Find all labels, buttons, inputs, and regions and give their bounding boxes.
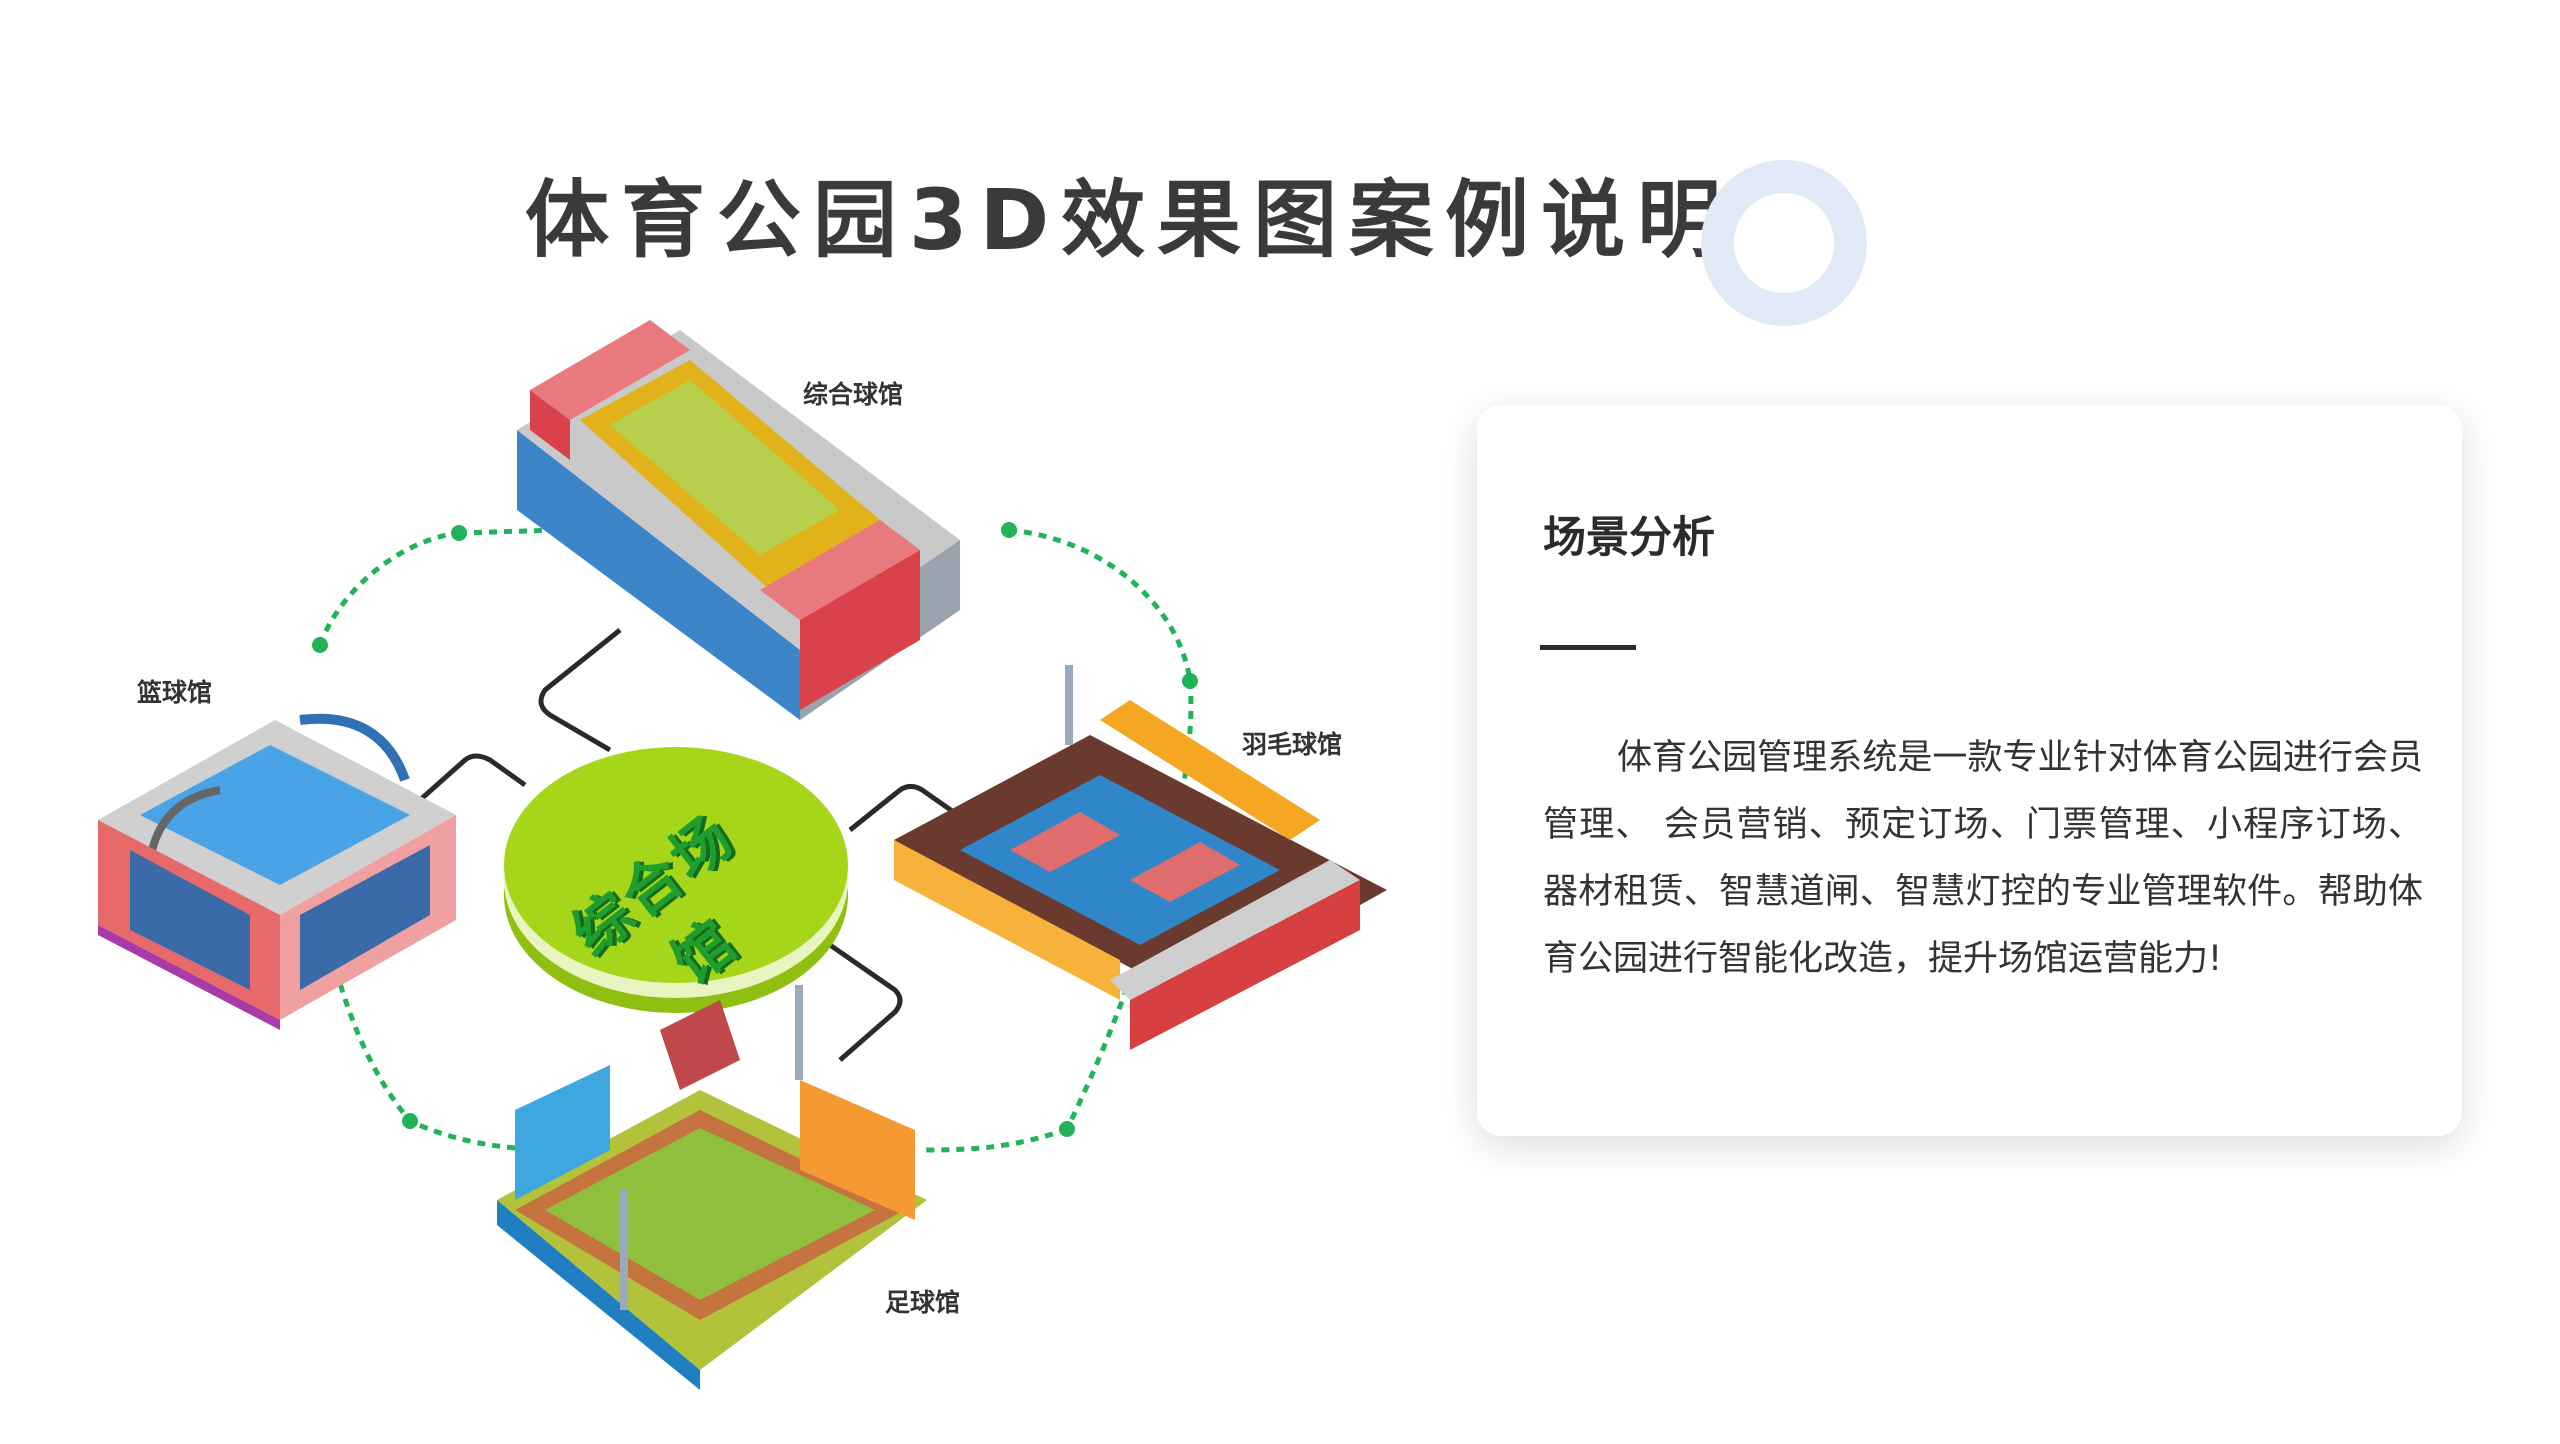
venue-football-field xyxy=(497,985,927,1390)
card-heading: 场景分析 xyxy=(1543,513,1715,563)
venue-basketball-hall xyxy=(98,713,456,1030)
scene-analysis-card: 场景分析 体育公园管理系统是一款专业针对体育公园进行会员管理、 会员营销、预定订… xyxy=(1477,405,2462,1136)
venue-label-football: 足球馆 xyxy=(885,1288,961,1317)
venue-label-comprehensive: 综合球馆 xyxy=(803,380,904,409)
ring-dots xyxy=(312,522,1198,1137)
venue-label-basketball: 篮球馆 xyxy=(137,678,213,707)
venue-diagram xyxy=(98,320,1387,1390)
venue-badminton-hall xyxy=(894,665,1387,1050)
dotted-connection-ring xyxy=(317,527,1194,1153)
hub-platform xyxy=(504,747,848,1013)
card-description: 体育公园管理系统是一款专业针对体育公园进行会员管理、 会员营销、预定订场、门票管… xyxy=(1543,738,2423,979)
page-title: 体育公园3D效果图案例说明 xyxy=(525,171,1734,269)
venue-label-badminton: 羽毛球馆 xyxy=(1242,730,1343,759)
card-divider xyxy=(1540,645,1636,650)
venue-illustration: 综合场馆 综合球馆 篮球馆 羽毛球馆 足球馆 xyxy=(0,300,1440,1440)
venue-comprehensive-hall xyxy=(517,320,960,720)
title-ring-decoration xyxy=(1701,160,1867,326)
hub-connectors xyxy=(418,628,967,1062)
